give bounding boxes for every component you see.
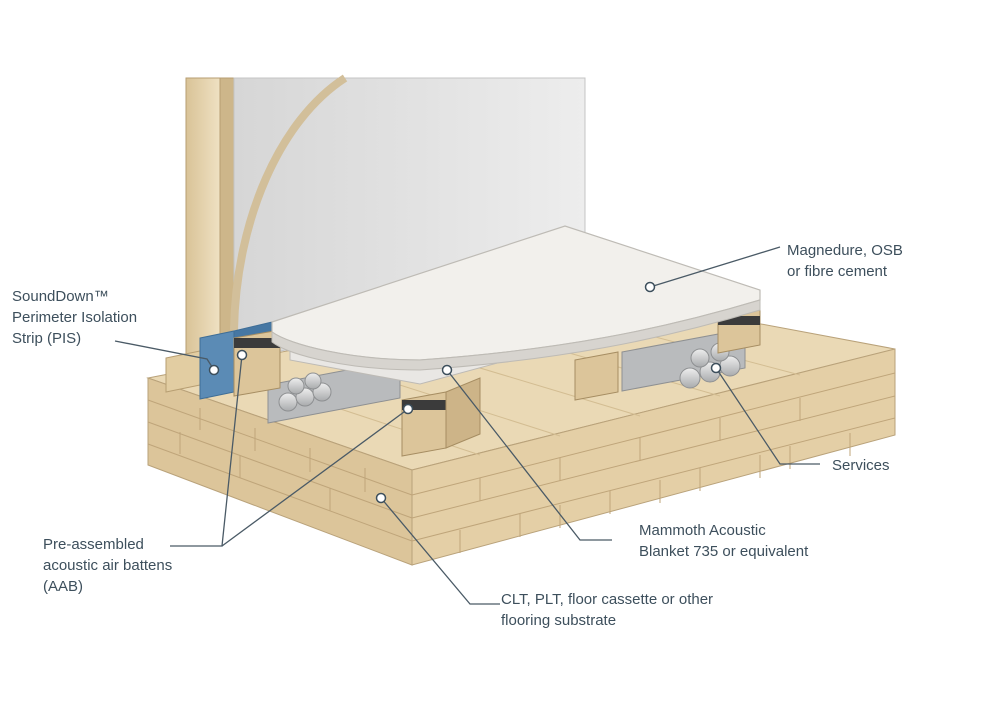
marker-circles (208, 281, 722, 504)
label-perimeter-isolation-strip: SoundDown™ Perimeter Isolation Strip (PI… (12, 288, 138, 347)
label-magnedure: Magnedure, OSB or fibre cement (787, 242, 903, 280)
label-services: Services (832, 457, 890, 474)
deck-board (271, 225, 761, 371)
services-pipes-left (267, 359, 401, 424)
leader-lines (114, 246, 820, 605)
label-acoustic-air-battens: Pre-assembled acoustic air battens (AAB) (43, 536, 173, 595)
label-acoustic-blanket: Mammoth Acoustic Blanket 735 or equivale… (639, 522, 809, 560)
label-flooring-substrate: CLT, PLT, floor cassette or other floori… (501, 591, 714, 629)
